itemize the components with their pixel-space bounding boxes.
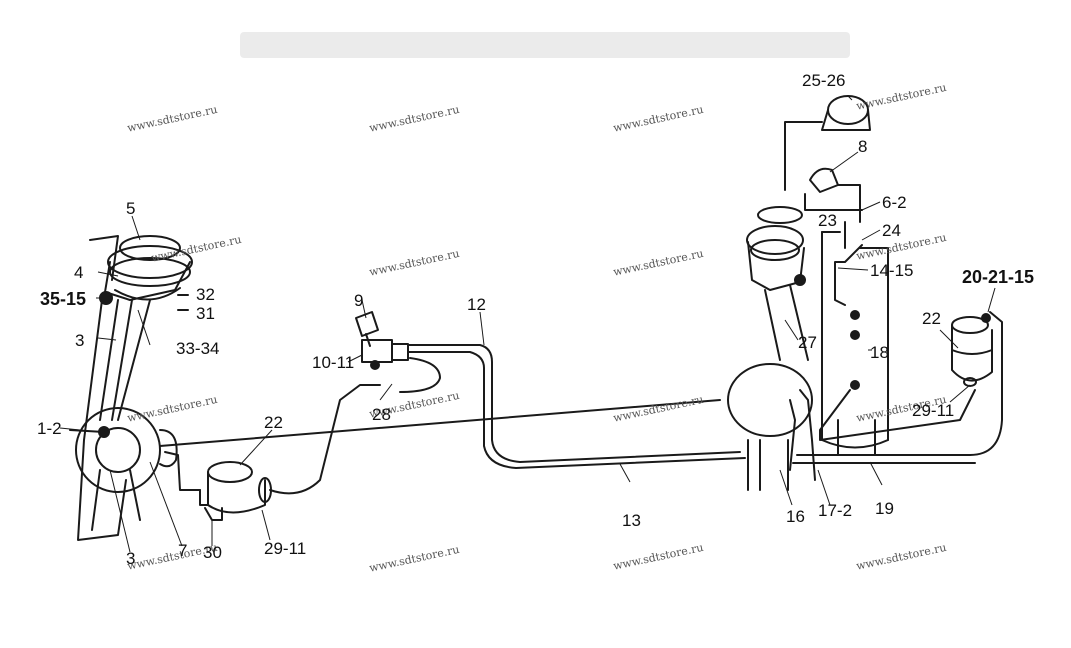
- callout-1-2: 1-2: [37, 419, 62, 438]
- callout-17-2: 17-2: [818, 501, 853, 520]
- callout-6-2: 6-2: [882, 193, 907, 212]
- line-19: [796, 311, 1003, 456]
- top-valve: [784, 95, 871, 249]
- line-to-right-cyl: [819, 389, 976, 441]
- callout-8: 8: [858, 137, 868, 156]
- callout-12: 12: [467, 295, 486, 314]
- pedal-assembly: [69, 235, 193, 541]
- line-16: [789, 399, 796, 471]
- callout-16: 16: [786, 507, 805, 526]
- line-left-lower: [164, 451, 201, 491]
- callout-25-26: 25-26: [802, 71, 846, 90]
- line-left-to-center: [159, 399, 721, 447]
- right-chamber: [746, 206, 809, 361]
- cylinder-right: [951, 313, 993, 387]
- line-17-2: [799, 389, 816, 481]
- callout-5: 5: [126, 199, 136, 218]
- cylinder-left: [199, 384, 381, 521]
- faded-header: [240, 32, 850, 58]
- callout-18: 18: [870, 343, 889, 362]
- pipe-12-lower: [407, 351, 746, 469]
- callout-7: 7: [178, 541, 188, 560]
- callout-14-15: 14-15: [870, 261, 914, 280]
- callout-3-bottom: 3: [126, 549, 136, 568]
- callout-35-15: 35-15: [40, 289, 87, 309]
- center-valve: [355, 311, 409, 370]
- callout-32: 32: [196, 285, 215, 304]
- line-14-15: [834, 244, 863, 306]
- callout-30: 30: [203, 543, 222, 562]
- callout-22-left: 22: [264, 413, 283, 432]
- callout-23: 23: [818, 211, 837, 230]
- callout-22-right: 22: [922, 309, 941, 328]
- callout-31: 31: [196, 304, 215, 323]
- callout-19: 19: [875, 499, 894, 518]
- callout-10-11: 10-11: [312, 353, 355, 372]
- callout-20-21-15: 20-21-15: [962, 267, 1035, 287]
- callout-13: 13: [622, 511, 641, 530]
- callout-29-11-left: 29-11: [264, 539, 307, 558]
- pipe-28: [399, 357, 441, 393]
- leader-lines: [59, 95, 996, 553]
- callout-9: 9: [354, 291, 364, 310]
- callout-33-34: 33-34: [176, 339, 220, 358]
- callout-24: 24: [882, 221, 901, 240]
- callout-3-top: 3: [75, 331, 85, 350]
- callout-4: 4: [74, 263, 84, 282]
- callout-27: 27: [798, 333, 817, 352]
- callout-28: 28: [372, 405, 391, 424]
- right-round-tank: [727, 363, 813, 491]
- pipe-12-upper: [407, 344, 741, 463]
- callout-29-11-right: 29-11: [912, 401, 955, 420]
